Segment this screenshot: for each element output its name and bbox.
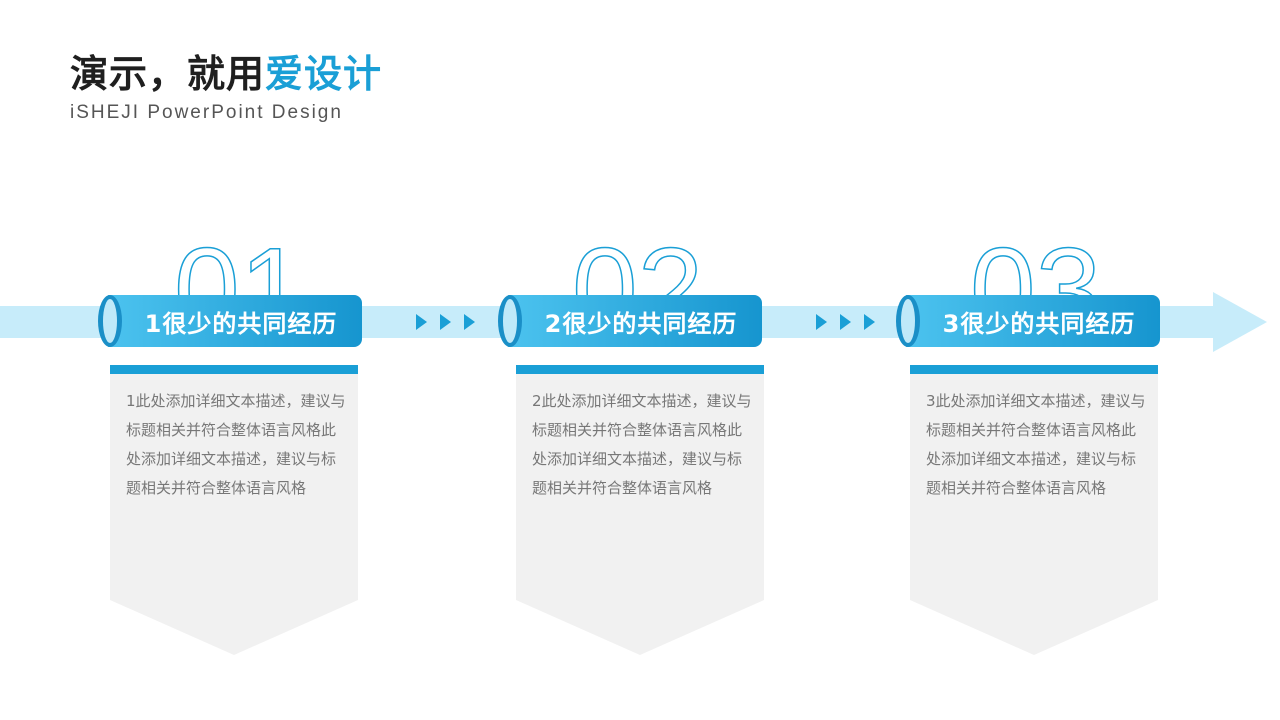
step-banner: 3很少的共同经历	[896, 295, 1160, 347]
step-label: 3很少的共同经历	[942, 309, 1136, 338]
chevron-right-icon	[464, 314, 475, 330]
step-card: 2此处添加详细文本描述，建议与标题相关并符合整体语言风格此处添加详细文本描述，建…	[516, 365, 764, 655]
scroll-cap-icon	[98, 295, 122, 347]
step-card: 3此处添加详细文本描述，建议与标题相关并符合整体语言风格此处添加详细文本描述，建…	[910, 365, 1158, 655]
step-number: 02	[572, 224, 703, 302]
header: 演示，就用爱设计 iSHEJI PowerPoint Design	[70, 48, 382, 124]
scroll-cap-icon	[498, 295, 522, 347]
step-label: 2很少的共同经历	[544, 309, 738, 338]
arrow-head-icon	[1213, 292, 1267, 352]
title-main: 演示，就用	[70, 52, 266, 96]
scroll-cap-icon	[896, 295, 920, 347]
step-description: 3此处添加详细文本描述，建议与标题相关并符合整体语言风格此处添加详细文本描述，建…	[926, 392, 1146, 497]
card-background	[516, 374, 764, 655]
title-accent: 爱设计	[265, 52, 383, 96]
page-subtitle: iSHEJI PowerPoint Design	[70, 102, 343, 123]
step-banner: 1很少的共同经历	[98, 295, 362, 347]
card-accent-bar	[110, 365, 358, 374]
chevron-right-icon	[864, 314, 875, 330]
card-background	[910, 374, 1158, 655]
step-number-ghost: 03	[970, 212, 1130, 302]
card-background	[110, 374, 358, 655]
step-description: 1此处添加详细文本描述，建议与标题相关并符合整体语言风格此处添加详细文本描述，建…	[126, 392, 346, 497]
step-number: 03	[970, 224, 1101, 302]
chevron-right-icon	[416, 314, 427, 330]
chevron-right-icon	[840, 314, 851, 330]
step-number-ghost: 02	[572, 212, 732, 302]
step-card: 1此处添加详细文本描述，建议与标题相关并符合整体语言风格此处添加详细文本描述，建…	[110, 365, 358, 655]
chevron-right-icon	[816, 314, 827, 330]
step-label: 1很少的共同经历	[144, 309, 338, 338]
step-banner: 2很少的共同经历	[498, 295, 762, 347]
chevron-right-icon	[440, 314, 451, 330]
page-title: 演示，就用爱设计	[70, 48, 382, 100]
card-accent-bar	[516, 365, 764, 374]
card-accent-bar	[910, 365, 1158, 374]
step-number-ghost: 01	[174, 212, 314, 302]
step-number: 01	[174, 224, 305, 302]
step-description: 2此处添加详细文本描述，建议与标题相关并符合整体语言风格此处添加详细文本描述，建…	[532, 392, 752, 497]
